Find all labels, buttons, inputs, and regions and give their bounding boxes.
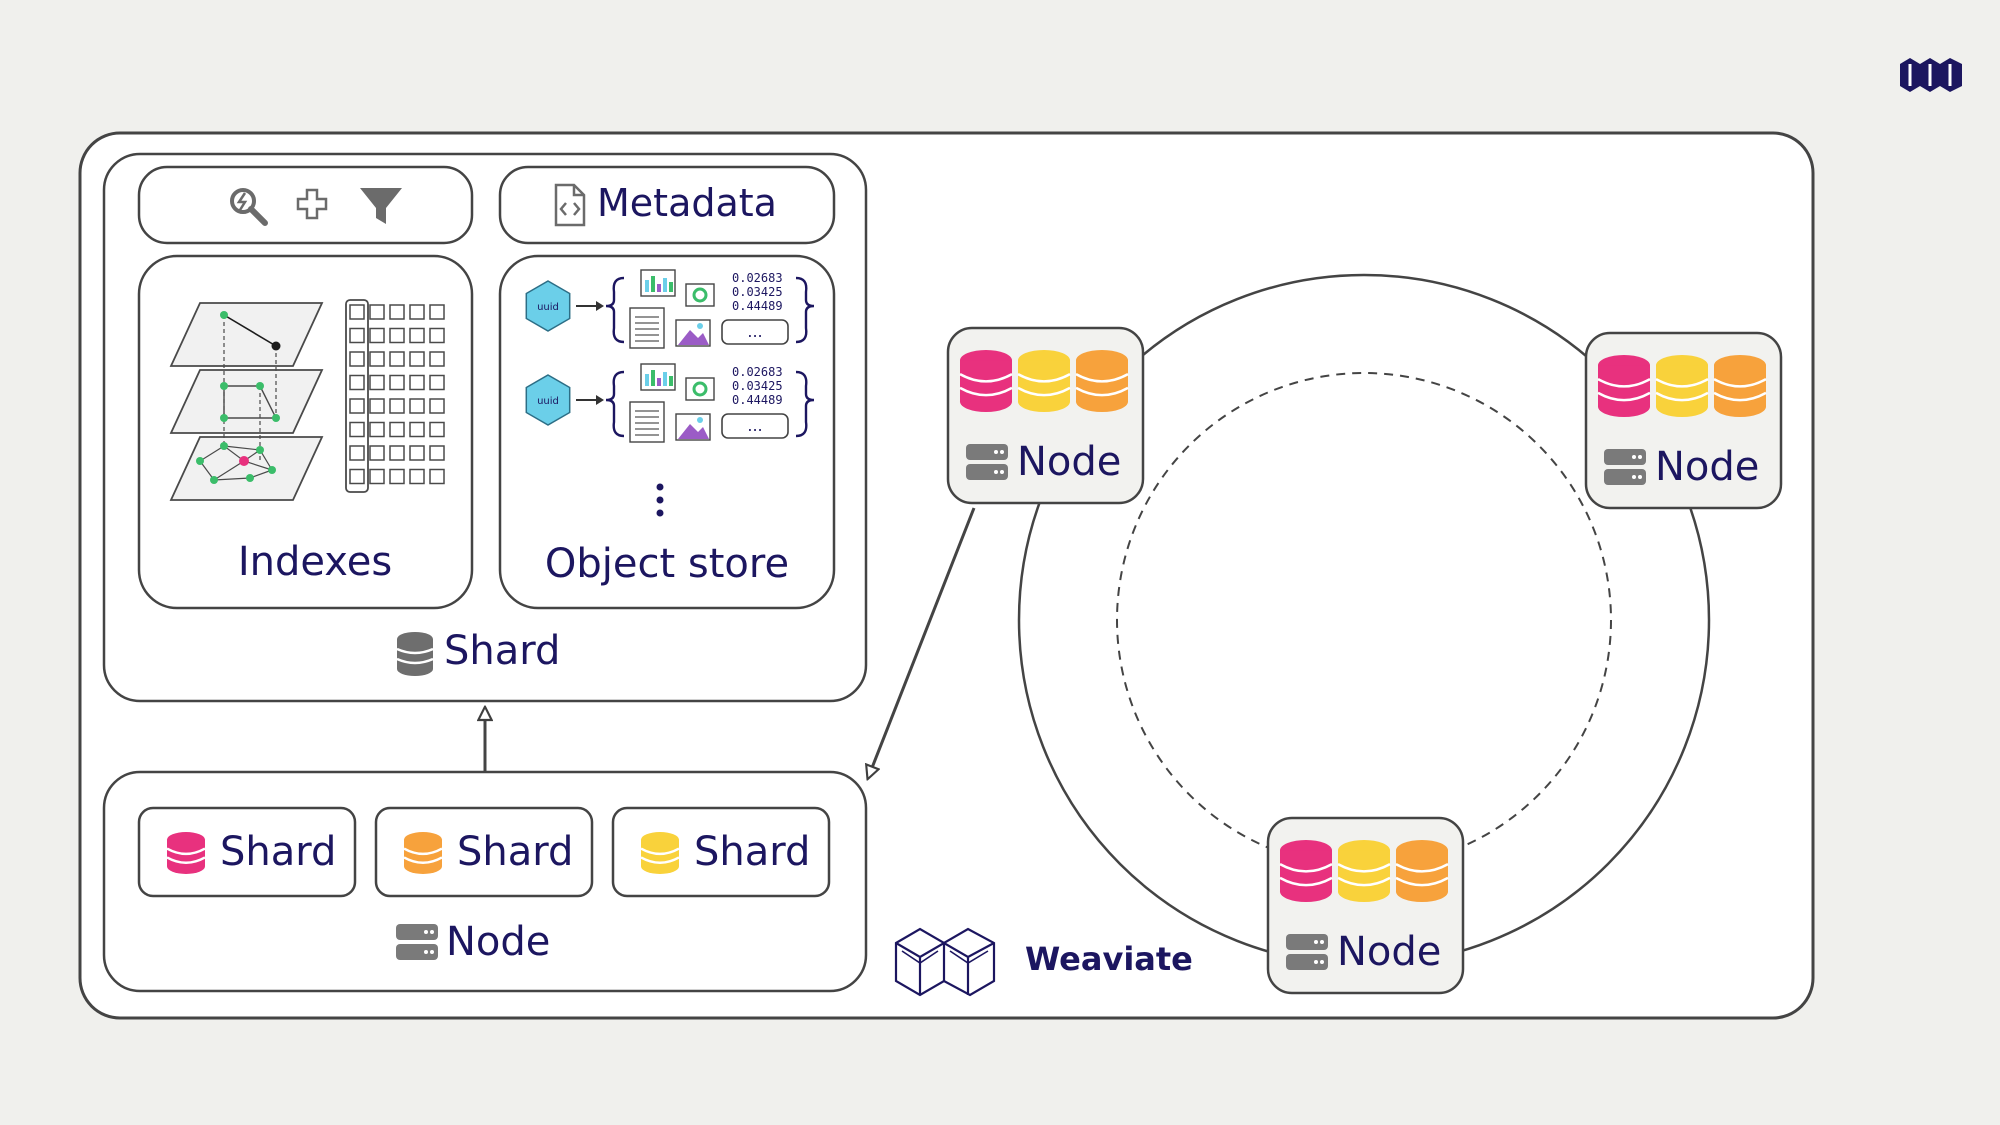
hnsw-layers-illustration — [169, 302, 324, 501]
database-icon — [959, 350, 1013, 412]
media-chart-icon — [640, 269, 676, 297]
uuid-hexagon-icon — [525, 280, 571, 332]
cluster-node: Node — [946, 326, 1145, 505]
object-row: uuid 0.026830.034250.44489... — [525, 269, 815, 349]
vector-value: 0.02683 — [732, 271, 783, 285]
database-icon — [1655, 355, 1709, 417]
weaviate-logo-icon — [1900, 58, 1962, 92]
database-icon — [396, 632, 434, 676]
vector-value: 0.44489 — [732, 393, 783, 407]
uuid-hexagon-icon — [525, 374, 571, 426]
database-icon — [1597, 355, 1651, 417]
metadata-label: Metadata — [597, 181, 777, 225]
server-icon — [1286, 934, 1328, 970]
shard-chip-label: Shard — [694, 829, 810, 875]
object-store-rows: uuid0.026830.034250.44489...uuid0.026830… — [525, 269, 815, 443]
uuid-label: uuid — [537, 396, 559, 407]
node-shard-list: Shard Shard Shard — [137, 806, 831, 898]
server-icon — [1604, 449, 1646, 485]
node-detail-label: Node — [446, 919, 550, 965]
shard-chip: Shard — [611, 806, 831, 898]
cluster-node-label: Node — [1337, 929, 1441, 975]
object-row: uuid 0.026830.034250.44489... — [525, 363, 815, 443]
cluster-node-label: Node — [1655, 444, 1759, 490]
brand-name: Weaviate — [1025, 940, 1193, 978]
database-icon — [1395, 840, 1449, 902]
database-icon — [166, 832, 206, 874]
database-icon — [1337, 840, 1391, 902]
media-chart-icon — [640, 363, 676, 391]
vector-value: 0.44489 — [732, 299, 783, 313]
more-properties-label: ... — [747, 416, 762, 435]
filter-icon — [360, 188, 402, 224]
server-icon — [396, 924, 438, 960]
object-store-label: Object store — [545, 541, 789, 587]
cluster-node: Node — [1266, 816, 1465, 995]
media-donut-icon — [685, 283, 715, 307]
database-icon — [1713, 355, 1767, 417]
node-expand-arrow — [868, 507, 976, 778]
vector-value: 0.03425 — [732, 379, 783, 393]
plus-icon — [296, 188, 328, 220]
vector-value: 0.02683 — [732, 365, 783, 379]
database-icon — [403, 832, 443, 874]
shard-chip-label: Shard — [457, 829, 573, 875]
image-icon — [675, 413, 711, 441]
image-icon — [675, 319, 711, 347]
code-file-icon — [554, 183, 586, 227]
database-icon — [1279, 840, 1333, 902]
vector-value: 0.03425 — [732, 285, 783, 299]
more-properties-box — [721, 319, 789, 345]
database-icon — [1075, 350, 1129, 412]
shard-detail-label: Shard — [444, 628, 560, 674]
inverted-index-grid — [345, 299, 445, 493]
database-icon — [640, 832, 680, 874]
more-objects-ellipsis — [656, 483, 664, 517]
database-icon — [1017, 350, 1071, 412]
server-icon — [966, 444, 1008, 480]
uuid-label: uuid — [537, 302, 559, 313]
shard-chip-label: Shard — [220, 829, 336, 875]
shard-chip: Shard — [374, 806, 594, 898]
more-properties-label: ... — [747, 322, 762, 341]
weaviate-wordmark-icon — [894, 927, 996, 997]
vector-search-icon — [230, 188, 268, 226]
shard-chip: Shard — [137, 806, 357, 898]
indexes-label: Indexes — [238, 539, 392, 585]
text-document-icon — [629, 401, 665, 443]
more-properties-box — [721, 413, 789, 439]
cluster-node-label: Node — [1017, 439, 1121, 485]
media-donut-icon — [685, 377, 715, 401]
text-document-icon — [629, 307, 665, 349]
cluster-node: Node — [1584, 331, 1783, 510]
